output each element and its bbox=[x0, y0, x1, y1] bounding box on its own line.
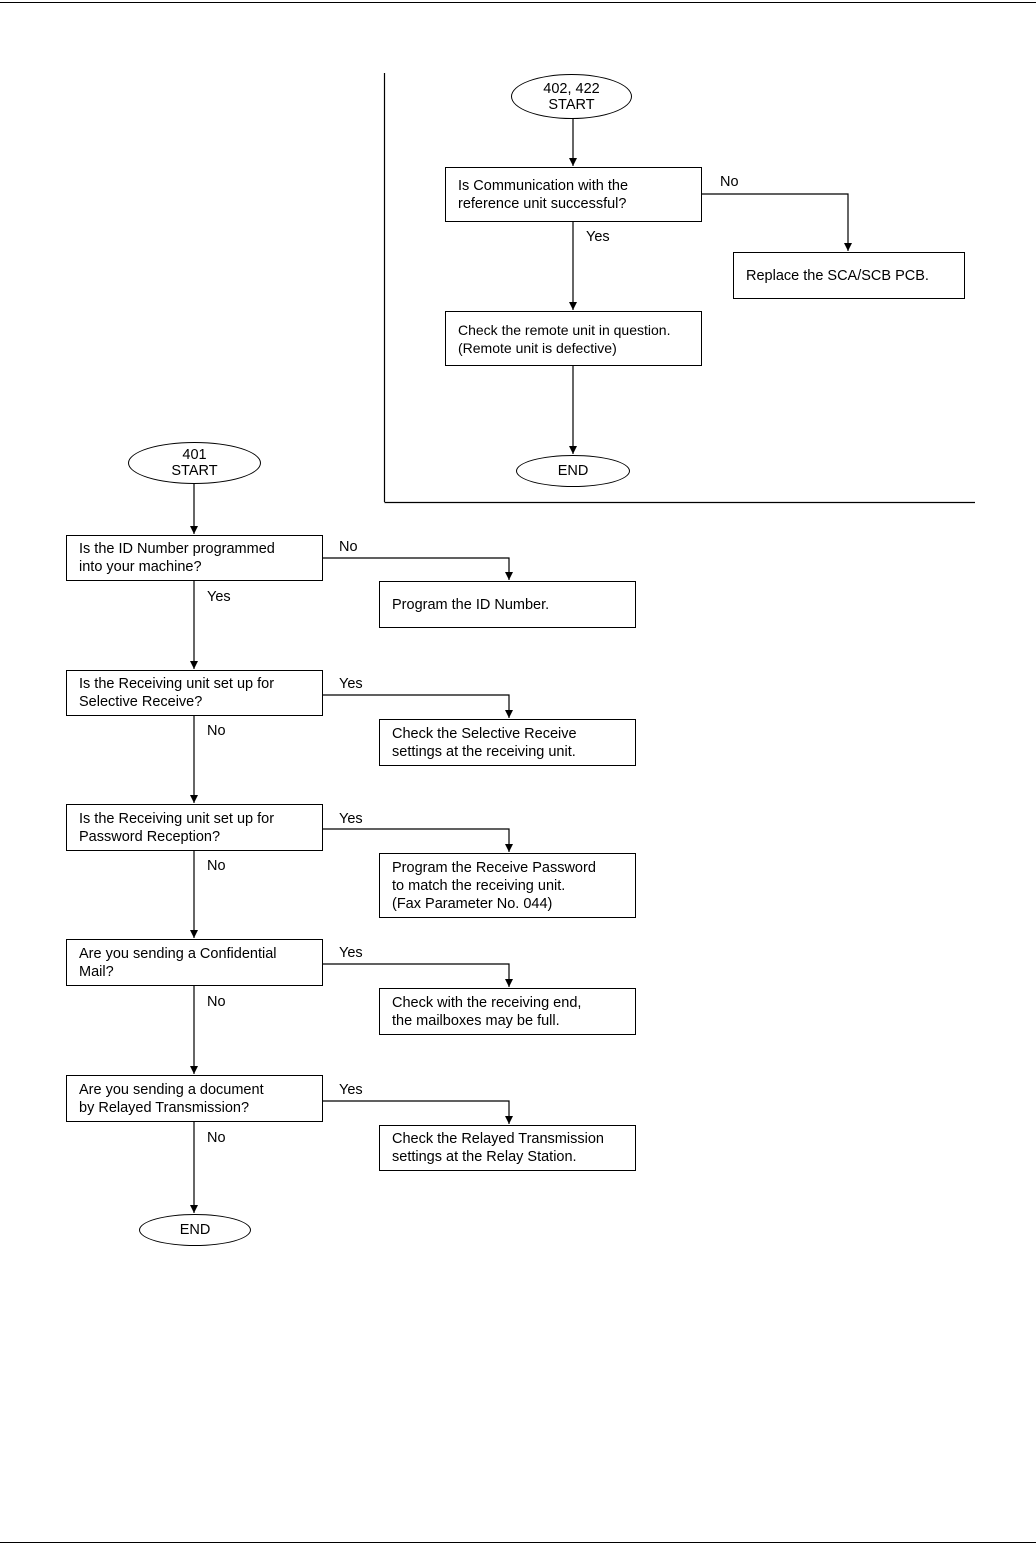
flow-a-q1-yes-label: Yes bbox=[586, 229, 610, 245]
top-rule bbox=[0, 2, 1036, 3]
flow-b-q3-yes-label: Yes bbox=[339, 811, 363, 827]
flow-a-end-text: END bbox=[557, 463, 589, 479]
box-line: (Remote unit is defective) bbox=[458, 339, 617, 356]
box-line: Selective Receive? bbox=[79, 694, 203, 710]
box-line: Check the Relayed Transmission bbox=[392, 1131, 604, 1147]
box-line: Is the Receiving unit set up for bbox=[79, 676, 275, 692]
flow-b-q1-yes-label: Yes bbox=[207, 589, 231, 605]
flow-a-start-line1: 402, 422 bbox=[543, 80, 600, 97]
box-line: Password Reception? bbox=[79, 828, 221, 845]
flow-b-start-line2: START bbox=[171, 463, 218, 479]
flow-b-action-program-password: Program the Receive Password to match th… bbox=[379, 853, 636, 918]
box-line: Are you sending a document bbox=[79, 1081, 264, 1098]
flow-a-decision-communication: Is Communication with the reference unit… bbox=[445, 167, 702, 222]
edge-b-q1-no bbox=[322, 557, 513, 580]
flow-b-action-program-id: Program the ID Number. bbox=[379, 581, 636, 628]
flow-b-q3-no-label: No bbox=[207, 858, 226, 874]
flow-b-q4-yes-label: Yes bbox=[339, 945, 363, 961]
flow-b-q2-yes-label: Yes bbox=[339, 676, 363, 692]
flow-b-decision-relayed-transmission: Are you sending a document by Relayed Tr… bbox=[66, 1075, 323, 1122]
edge-b-q4-yes bbox=[322, 963, 513, 987]
box-line: (Fax Parameter No. 044) bbox=[392, 895, 553, 912]
flow-a-action-check-remote: Check the remote unit in question. (Remo… bbox=[445, 311, 702, 366]
flow-b-q5-yes-label: Yes bbox=[339, 1082, 363, 1098]
flow-b-decision-id-number: Is the ID Number programmed into your ma… bbox=[66, 535, 323, 581]
flow-b-action-check-mailboxes: Check with the receiving end, the mailbo… bbox=[379, 988, 636, 1035]
flow-b-q1-no-label: No bbox=[339, 539, 358, 555]
flow-a-start-terminal: 402, 422 START bbox=[511, 74, 632, 119]
box-line: Is the ID Number programmed bbox=[79, 541, 275, 557]
edge-b-q3-yes bbox=[322, 828, 513, 852]
flow-b-action-check-selective: Check the Selective Receive settings at … bbox=[379, 719, 636, 766]
flow-b-q2-no-label: No bbox=[207, 723, 226, 739]
bottom-rule bbox=[0, 1542, 1036, 1543]
flow-b-action-check-relay: Check the Relayed Transmission settings … bbox=[379, 1125, 636, 1171]
box-line: Is the Receiving unit set up for bbox=[79, 810, 275, 827]
box-line: settings at the Relay Station. bbox=[392, 1149, 577, 1165]
box-line: by Relayed Transmission? bbox=[79, 1099, 250, 1116]
box-line: Program the ID Number. bbox=[392, 596, 550, 613]
edge-b-q5-yes bbox=[322, 1100, 513, 1124]
flow-b-decision-selective-receive: Is the Receiving unit set up for Selecti… bbox=[66, 670, 323, 716]
box-line: reference unit successful? bbox=[458, 195, 627, 212]
flow-b-start-terminal: 401 START bbox=[128, 442, 261, 484]
box-line: Is Communication with the bbox=[458, 177, 629, 194]
flow-a-action-replace-pcb: Replace the SCA/SCB PCB. bbox=[733, 252, 965, 299]
flow-b-q4-no-label: No bbox=[207, 994, 226, 1010]
flow-a-end-terminal: END bbox=[516, 455, 630, 487]
box-line: to match the receiving unit. bbox=[392, 877, 566, 894]
flow-b-q5-no-label: No bbox=[207, 1130, 226, 1146]
flow-b-decision-password-reception: Is the Receiving unit set up for Passwor… bbox=[66, 804, 323, 851]
box-line: into your machine? bbox=[79, 559, 202, 575]
box-line: Check the Selective Receive bbox=[392, 725, 577, 742]
edge-a-q1-no bbox=[702, 193, 852, 251]
flow-a-q1-no-label: No bbox=[720, 174, 739, 190]
box-line: Check the remote unit in question. bbox=[458, 321, 671, 338]
box-line: Check with the receiving end, bbox=[392, 994, 582, 1011]
flow-b-end-terminal: END bbox=[139, 1214, 251, 1246]
box-line: Program the Receive Password bbox=[392, 859, 596, 876]
box-line: Are you sending a Confidential bbox=[79, 945, 277, 962]
flow-b-start-line1: 401 bbox=[182, 447, 207, 463]
box-line: settings at the receiving unit. bbox=[392, 743, 576, 760]
flow-b-decision-confidential-mail: Are you sending a Confidential Mail? bbox=[66, 939, 323, 986]
box-line: Replace the SCA/SCB PCB. bbox=[746, 267, 929, 284]
box-line: the mailboxes may be full. bbox=[392, 1012, 560, 1029]
flow-a-start-line2: START bbox=[548, 96, 595, 113]
box-line: Mail? bbox=[79, 963, 114, 980]
edge-b-q2-yes bbox=[322, 694, 513, 718]
flow-b-end-text: END bbox=[179, 1222, 211, 1238]
